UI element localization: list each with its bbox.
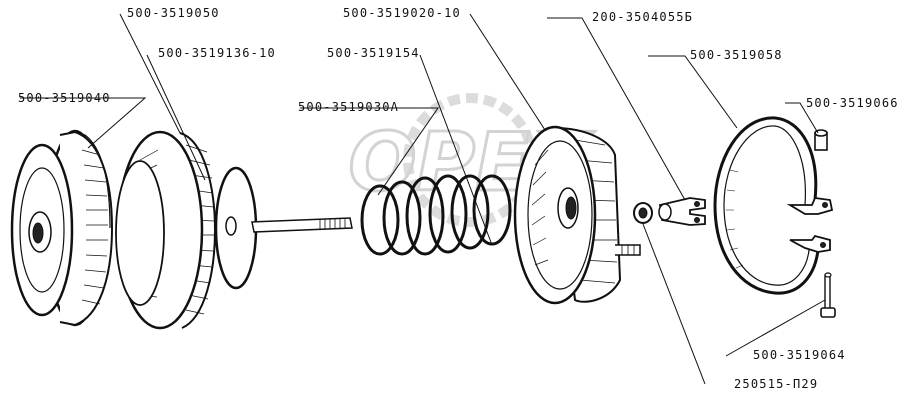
part-diaphragm	[214, 166, 258, 290]
part-bolt	[820, 272, 836, 318]
part-bowl	[513, 125, 641, 305]
callout-500-3519030A: 500-3519030A	[298, 100, 400, 114]
part-sleeve	[814, 129, 828, 151]
part-front-cover	[10, 129, 114, 327]
callout-500-3519064: 500-3519064	[753, 348, 846, 362]
part-housing	[115, 130, 217, 330]
part-spring	[360, 174, 512, 256]
callout-500-3519040: 500-3519040	[18, 91, 111, 105]
part-clevis	[658, 197, 706, 226]
leader-lines	[20, 13, 826, 385]
callout-200-3504055b: 200-3504055Б	[592, 10, 694, 24]
part-nut	[633, 202, 653, 224]
callout-500-3519020-10: 500-3519020-10	[343, 6, 461, 20]
part-clamp-ring	[713, 116, 834, 295]
callout-500-3519058: 500-3519058	[690, 48, 783, 62]
callout-500-3519066: 500-3519066	[806, 96, 899, 110]
callout-500-3519050: 500-3519050	[127, 6, 220, 20]
callout-500-3519136-10: 500-3519136-10	[158, 46, 276, 60]
part-push-rod	[251, 217, 353, 233]
callout-500-3519154: 500-3519154	[327, 46, 420, 60]
callout-250515-p29: 250515-П29	[734, 377, 819, 391]
